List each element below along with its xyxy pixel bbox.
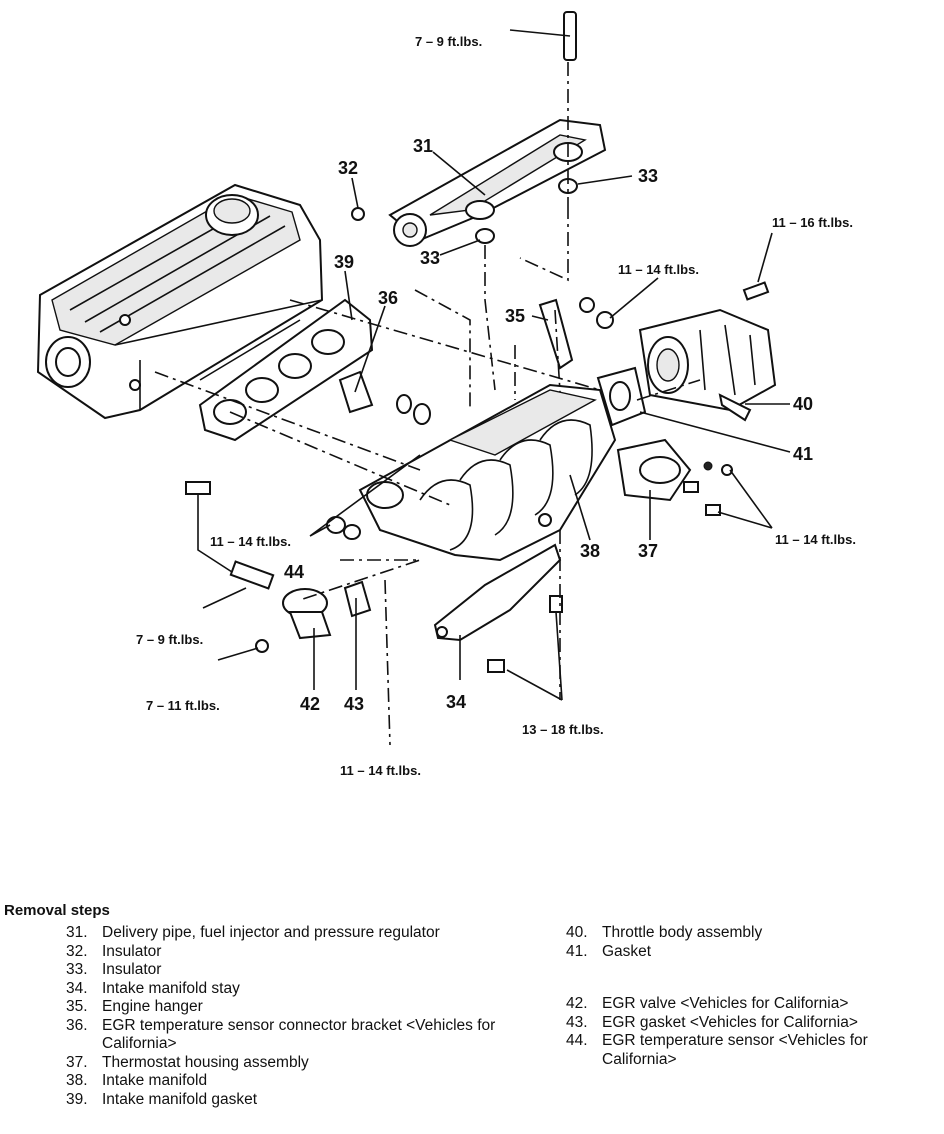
removal-steps-group-egr: 42. EGR valve <Vehicles for California> 43… (566, 995, 936, 1069)
torque-bottom-bolt: 11 – 14 ft.lbs. (340, 763, 421, 778)
callout-40: 40 (793, 394, 813, 414)
removal-step: 32. Insulator (66, 943, 506, 962)
intake-manifold-stay-drawing (433, 543, 563, 673)
removal-step: 37. Thermostat housing assembly (66, 1054, 506, 1073)
removal-step-number: 33. (66, 961, 88, 978)
removal-step: 36. EGR temperature sensor connector brac… (66, 1017, 506, 1054)
egr-bracket-drawing (338, 370, 374, 414)
torque-delivery-bolt: 7 – 9 ft.lbs. (415, 34, 482, 49)
removal-step-number: 41. (566, 942, 588, 960)
removal-step-number: 44. (566, 1032, 588, 1049)
torque-manifold-nut: 11 – 14 ft.lbs. (210, 534, 291, 549)
removal-step-text: Thermostat housing assembly (102, 1053, 309, 1071)
removal-steps-heading: Removal steps (4, 902, 110, 919)
removal-step: 43. EGR gasket <Vehicles for California> (566, 1014, 936, 1033)
removal-step: 33. Insulator (66, 961, 506, 980)
removal-step-text: Delivery pipe, fuel injector and pressur… (102, 924, 440, 941)
removal-step-text: EGR temperature sensor connector bracket… (102, 1016, 496, 1053)
removal-step-number: 37. (66, 1053, 88, 1071)
removal-step-number: 39. (66, 1090, 88, 1108)
engine-hanger-drawing (538, 298, 574, 370)
intake-manifold-drawing (358, 383, 617, 562)
removal-steps-right-column: 40. Throttle body assembly 41. Gasket 42. EG… (566, 924, 936, 1069)
removal-step-text: Intake manifold stay (102, 979, 240, 997)
removal-step-number: 31. (66, 924, 88, 941)
removal-step-number: 32. (66, 942, 88, 960)
removal-step-number: 42. (566, 995, 588, 1012)
callout-35: 35 (505, 306, 525, 326)
removal-step-number: 36. (66, 1016, 88, 1034)
callout-labels: 31 32 33 33 39 36 35 40 41 38 37 44 42 4… (284, 136, 813, 714)
removal-step-number: 38. (66, 1072, 88, 1089)
removal-step: 40. Throttle body assembly (566, 924, 936, 943)
torque-egr-sensor: 7 – 9 ft.lbs. (136, 632, 203, 647)
removal-step-number: 34. (66, 979, 88, 997)
thermostat-housing-drawing (616, 438, 733, 516)
torque-stay-bolt: 13 – 18 ft.lbs. (522, 722, 604, 737)
exploded-view-diagram: 31 32 33 33 39 36 35 40 41 38 37 44 42 4… (36, 11, 856, 778)
callout-38: 38 (580, 541, 600, 561)
removal-step-text: Intake manifold (102, 1072, 208, 1089)
removal-step: 35. Engine hanger (66, 998, 506, 1017)
removal-step-text: Insulator (102, 942, 162, 960)
torque-thermostat-bolt: 11 – 14 ft.lbs. (775, 532, 856, 547)
leader-lines (202, 29, 791, 701)
removal-step-text: EGR valve <Vehicles for California> (602, 995, 849, 1012)
callout-43: 43 (344, 694, 364, 714)
torque-hanger-nut: 11 – 14 ft.lbs. (618, 262, 699, 277)
torque-labels: 7 – 9 ft.lbs. 11 – 16 ft.lbs. 11 – 14 ft… (136, 34, 856, 778)
removal-step: 34. Intake manifold stay (66, 980, 506, 999)
removal-step-text: EGR gasket <Vehicles for California> (602, 1013, 858, 1031)
removal-step-text: EGR temperature sensor <Vehicles for Cal… (602, 1032, 868, 1068)
removal-step-text: Intake manifold gasket (102, 1090, 258, 1108)
removal-step: 41. Gasket (566, 943, 936, 962)
removal-step: 38. Intake manifold (66, 1072, 506, 1091)
callout-41: 41 (793, 444, 813, 464)
cylinder-head-drawing (36, 183, 324, 420)
removal-steps: Removal steps 31. Delivery pipe, fuel inj… (0, 900, 944, 1134)
callout-37: 37 (638, 541, 658, 561)
removal-steps-group-throttle: 40. Throttle body assembly 41. Gasket (566, 924, 936, 961)
removal-step-text: Engine hanger (102, 998, 203, 1015)
callout-44: 44 (284, 562, 304, 582)
removal-step-number: 35. (66, 998, 88, 1015)
removal-step-number: 43. (566, 1013, 588, 1031)
throttle-body-drawing (638, 308, 777, 422)
callout-36: 36 (378, 288, 398, 308)
removal-step: 44. EGR temperature sensor <Vehicles for … (566, 1032, 936, 1069)
removal-step-text: Insulator (102, 961, 162, 978)
callout-31: 31 (413, 136, 433, 156)
callout-33: 33 (638, 166, 658, 186)
callout-34: 34 (446, 692, 466, 712)
delivery-pipe-drawing (388, 11, 607, 247)
torque-egr-valve: 7 – 11 ft.lbs. (146, 698, 220, 713)
callout-33b: 33 (420, 248, 440, 268)
removal-step: 31. Delivery pipe, fuel injector and pres… (66, 924, 506, 943)
removal-step: 42. EGR valve <Vehicles for California> (566, 995, 936, 1014)
removal-step-number: 40. (566, 924, 588, 941)
alignment-lines (154, 62, 701, 746)
egr-parts-drawing (185, 481, 372, 653)
torque-throttle-bolt: 11 – 16 ft.lbs. (772, 215, 853, 230)
spacer (566, 961, 936, 995)
callout-42: 42 (300, 694, 320, 714)
removal-step: 39. Intake manifold gasket (66, 1091, 506, 1110)
callout-32: 32 (338, 158, 358, 178)
removal-steps-left-column: 31. Delivery pipe, fuel injector and pres… (66, 924, 506, 1109)
removal-step-text: Throttle body assembly (602, 924, 763, 941)
insulators-drawing (351, 178, 578, 244)
removal-step-text: Gasket (602, 942, 652, 960)
callout-39: 39 (334, 252, 354, 272)
